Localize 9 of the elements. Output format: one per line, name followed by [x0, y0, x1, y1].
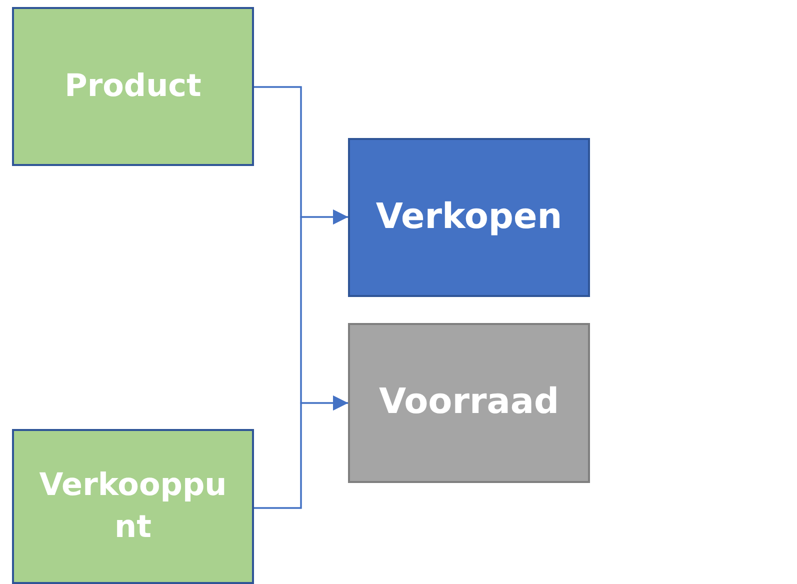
box-label: Verkooppunt: [38, 466, 228, 546]
box-label: Verkopen: [376, 196, 562, 239]
connector-arrow: [254, 396, 348, 509]
box-label: Voorraad: [378, 381, 560, 424]
entity-box: [348, 138, 590, 297]
entity-box: [12, 429, 254, 584]
entity-box: [12, 7, 254, 166]
box-label: Product: [64, 66, 202, 106]
entity-box: [348, 323, 590, 483]
